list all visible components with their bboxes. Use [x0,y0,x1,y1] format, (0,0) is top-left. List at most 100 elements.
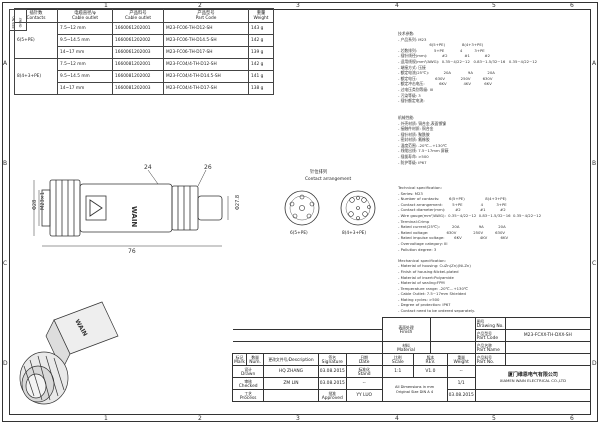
zone-col-3-bottom: 3 [296,415,300,422]
dim-note: All Dimensions in mm Original Size DIN A… [381,377,448,402]
parts-header-cn: 重量 [256,10,266,16]
part-cell: M23-FC06-TH-D17-SH [163,46,249,59]
knurl-3d-2 [29,359,43,401]
part-cell: M23-FC06-TH-D12-SH [163,22,249,35]
rev-value: V1.0 [413,365,448,378]
knurl-3d-1 [23,365,35,397]
parts-header-cn: 电缆直径/φ [74,10,96,16]
knurl-3d-5 [53,357,65,391]
weight-cell: 142 g [248,58,274,71]
part-cell: M23-FC04/4-TH-D12-SH [163,58,249,71]
drawn-name: HQ ZHANG [263,365,319,378]
zone-col-4-top: 4 [395,2,399,9]
insert-front [41,189,51,227]
dim-24-label: 24 [144,164,152,171]
dimension-lines [33,169,229,247]
dim-26-label: 26 [204,164,212,171]
zone-col-1-bottom: 1 [104,415,108,422]
parts-header-cn: 产品料号 [129,10,147,16]
checked-name: ZM LIN [263,377,319,390]
brand-logo: WAIN [130,206,138,227]
contacts-cell: 6(5+PE) [14,22,58,59]
zone-row-d: D [3,360,8,367]
inner-frame [9,9,591,415]
cable-cell: 9.5~14.5 mm [57,70,113,83]
process-value [263,389,319,402]
approved-date: 03.08.2015 [446,389,476,402]
zone-col-1-top: 1 [104,2,108,9]
pin-6-label: 6(5+PE) [290,231,308,236]
material-value-cell [429,341,476,354]
indicator-box [85,195,107,221]
code-cell: 1660081202003 [112,82,164,95]
connector-3d-view: WAIN [19,301,119,405]
part-code-value: M23-FCXX-TH-DXX-SH [504,329,592,342]
contacts-cell: 8(4+3+PE) [14,58,58,95]
weight-cell: 143 g [248,22,274,35]
weight-cell: 141 g [248,70,274,83]
knurl-3d-3 [37,355,51,401]
pin-layout-6 [284,190,320,226]
dim-26-leader [197,169,207,187]
zone-col-5-top: 5 [492,2,496,9]
dim-28-label: Φ28 [32,200,38,210]
zone-col-3-top: 3 [296,2,300,9]
finish-value-cell [429,317,476,342]
weight-cell: 139 g [248,46,274,59]
dim-m23-label: M23×1 [40,192,46,210]
code-cell: 1660061202001 [112,22,164,35]
code-cell: 1660081202001 [112,58,164,71]
dim-24-leader [147,169,159,185]
cable-cell: 7.5~12 mm [57,22,113,35]
indicator-triangle [89,199,103,217]
parts-header-en: Cable outlet [124,15,152,21]
drawing-no-value-cell [504,317,592,330]
checked-date: 03.08.2015 [317,377,347,390]
grip-body [79,183,173,233]
zone-row-c: C [3,260,8,267]
part-cell: M23-FC04/4-TH-D14.5-SH [163,70,249,83]
drawn-date: 03.08.2015 [317,365,347,378]
knurl-3d-4 [45,355,59,397]
weight-cell: 142 g [248,34,274,47]
spec-en-text: Technical specification: - Series: M23 -… [398,185,542,314]
cable-cell: 9.5~14.5 mm [57,34,113,47]
parts-header-cn: 插针数 [29,10,43,16]
zone-col-2-bottom: 2 [198,415,202,422]
approved-name: YY LUO [345,389,383,402]
weight-value: -- [446,365,476,378]
coupling-nut [49,179,81,237]
zone-row-d-right: D [592,360,597,367]
parts-header-en: Contacts [26,15,46,21]
parts-header-en: Cable outlet [71,15,99,21]
zone-col-2-top: 2 [198,2,202,9]
contact-arrangement-title-cn: 针位排列 [310,170,328,175]
pin-8-label: 8(4+3+PE) [342,231,367,236]
cable-clamp [171,185,199,231]
part-no-value-cell [504,353,592,366]
connector-body [41,179,223,237]
zone-row-a-right: A [592,60,597,67]
zone-col-6-bottom: 6 [570,415,574,422]
